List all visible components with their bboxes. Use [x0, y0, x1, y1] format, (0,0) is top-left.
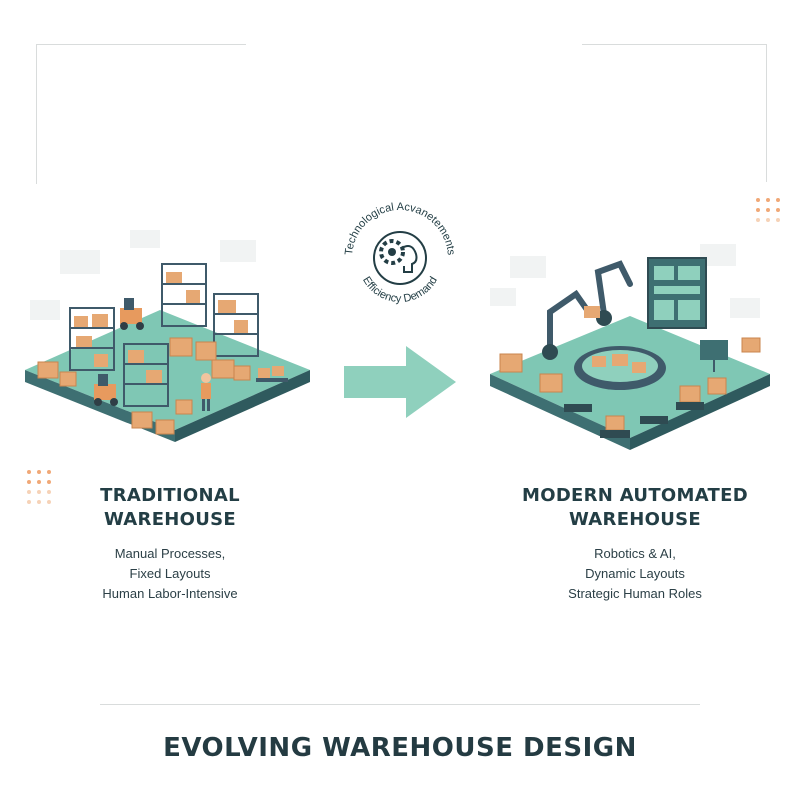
modern-point: Robotics & AI,	[594, 546, 676, 561]
traditional-title-line2: WAREHOUSE	[103, 509, 237, 530]
footer-title: EVOLVING WAREHOUSE DESIGN	[163, 733, 637, 763]
frame-line-left	[36, 44, 37, 184]
modern-point: Dynamic Layouts	[585, 566, 685, 581]
gear-head-icon	[373, 231, 427, 285]
frame-line-top-right	[582, 44, 766, 45]
decorative-dots-right	[756, 198, 780, 222]
decorative-dots-left	[27, 470, 51, 504]
frame-line-right	[766, 44, 767, 182]
traditional-points: Manual Processes, Fixed Layouts Human La…	[40, 544, 300, 604]
modern-title-line2: WAREHOUSE	[568, 509, 702, 530]
traditional-point: Manual Processes,	[114, 546, 226, 561]
frame-line-bottom	[100, 704, 700, 705]
modern-point: Strategic Human Roles	[568, 586, 702, 601]
traditional-caption: TRADITIONAL WAREHOUSE Manual Processes, …	[40, 484, 300, 604]
traditional-point: Fixed Layouts	[129, 566, 211, 581]
svg-text:Efficiency Demand: Efficiency Demand	[360, 275, 440, 305]
modern-warehouse-illustration	[490, 244, 770, 450]
modern-points: Robotics & AI, Dynamic Layouts Strategic…	[500, 544, 770, 604]
tech-efficiency-badge: Technological Acvanetements Efficiency D…	[343, 201, 457, 305]
traditional-warehouse-illustration	[25, 230, 310, 442]
modern-caption: MODERN AUTOMATED WAREHOUSE Robotics & AI…	[500, 484, 770, 604]
transition-arrow-icon	[344, 346, 456, 418]
badge-bottom-text: Efficiency Demand	[360, 275, 440, 305]
traditional-point: Human Labor-Intensive	[102, 586, 238, 601]
traditional-title-line1: TRADITIONAL	[100, 485, 240, 506]
modern-title-line1: MODERN AUTOMATED	[522, 485, 748, 506]
frame-line-top-left	[36, 44, 246, 45]
